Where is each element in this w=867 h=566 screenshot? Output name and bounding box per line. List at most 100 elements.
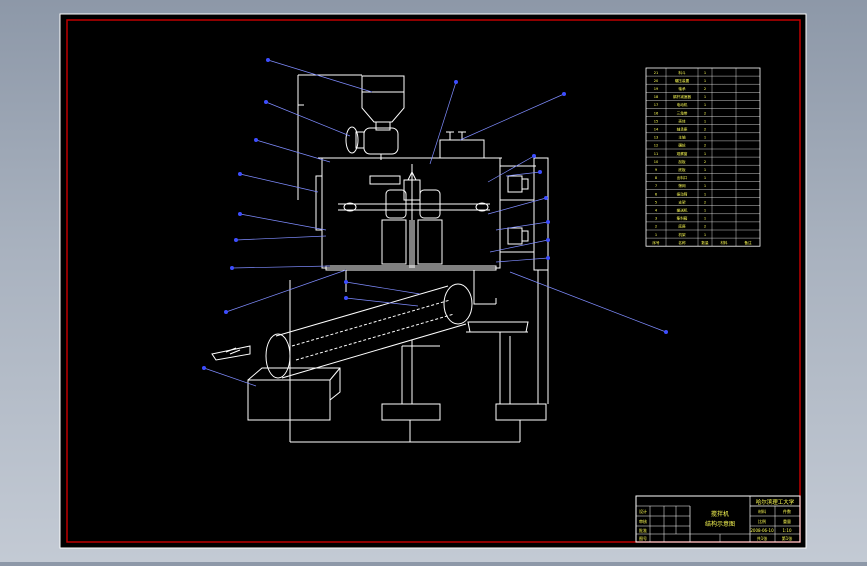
drawing-scale: 1:10 xyxy=(783,528,792,533)
parts-row-qty: 1 xyxy=(704,192,706,196)
parts-header-qty: 数量 xyxy=(701,240,709,245)
sheet-number: 第1张 xyxy=(782,535,793,541)
label-count: 件数 xyxy=(783,508,791,514)
sheet-background xyxy=(59,13,807,549)
label-weight: 重量 xyxy=(783,518,791,524)
parts-row-qty: 1 xyxy=(704,184,706,188)
parts-row-name: 输送机 xyxy=(677,208,688,213)
balloon-markers xyxy=(202,58,668,370)
parts-row-number: 2 xyxy=(655,225,657,229)
sheet-count: 共1张 xyxy=(757,535,768,541)
parts-row-qty: 2 xyxy=(704,128,706,132)
foot-right xyxy=(495,403,547,421)
parts-row-name: 振动筛 xyxy=(677,191,688,196)
parts-row-number: 16 xyxy=(654,111,659,115)
parts-row-number: 15 xyxy=(654,119,659,123)
parts-row-name: 底座 xyxy=(678,224,686,229)
parts-row-name: 轴承 xyxy=(678,86,686,91)
parts-row-qty: 1 xyxy=(704,71,706,75)
parts-header-material: 材料 xyxy=(720,240,728,245)
parts-row-name: 支架 xyxy=(678,199,686,204)
parts-row-qty: 2 xyxy=(704,200,706,204)
school-name: 哈尔滨理工大学 xyxy=(756,498,795,506)
parts-row-number: 13 xyxy=(654,136,659,140)
parts-row-number: 5 xyxy=(655,200,657,204)
parts-row-qty: 1 xyxy=(704,79,706,83)
label-check: 审核 xyxy=(639,518,647,524)
drawing-title-line1: 搅拌机 xyxy=(711,510,729,518)
parts-row-qty: 1 xyxy=(704,217,706,221)
parts-row-number: 11 xyxy=(654,152,659,156)
drawing-title-line2: 结构示意图 xyxy=(705,520,735,528)
label-drawing-no: 图号 xyxy=(639,535,647,541)
parts-row-number: 19 xyxy=(654,87,659,91)
parts-row-name: 观察窗 xyxy=(677,151,688,156)
parts-row-name: 集料箱 xyxy=(677,216,688,221)
label-approve: 批准 xyxy=(639,527,647,533)
title-block: 哈尔滨理工大学 搅拌机 结构示意图 设计 审核 批准 图号 材料 件数 比例 重… xyxy=(635,495,801,543)
parts-row-name: 壳体 xyxy=(678,118,686,123)
parts-row-number: 3 xyxy=(655,217,657,221)
parts-row-qty: 1 xyxy=(704,103,706,107)
label-material: 材料 xyxy=(758,508,766,514)
parts-row-qty: 1 xyxy=(704,95,706,99)
parts-row-qty: 1 xyxy=(704,233,706,237)
parts-row-name: 刮板 xyxy=(678,159,686,164)
parts-row-name: 碾压装置 xyxy=(675,78,690,83)
parts-row-qty: 2 xyxy=(704,160,706,164)
reducer-end xyxy=(345,126,359,154)
drawing-date: 2008-06-10 xyxy=(750,528,774,533)
parts-row-name: 底板 xyxy=(678,167,686,172)
parts-row-number: 10 xyxy=(654,160,659,164)
parts-row-qty: 1 xyxy=(704,168,706,172)
parts-row-qty: 2 xyxy=(704,87,706,91)
leader-lines xyxy=(203,59,667,387)
parts-row-number: 7 xyxy=(655,184,657,188)
parts-row-number: 12 xyxy=(654,144,659,148)
label-scale: 比例 xyxy=(758,518,766,524)
inner-frame xyxy=(66,19,801,543)
parts-header-name: 名称 xyxy=(678,240,686,245)
parts-row-number: 9 xyxy=(655,168,658,172)
machine-drawing xyxy=(211,74,549,443)
parts-row-qty: 1 xyxy=(704,119,706,123)
parts-row-qty: 2 xyxy=(704,225,706,229)
parts-row-qty: 1 xyxy=(704,176,706,180)
roller-right xyxy=(417,219,443,265)
parts-row-name: 三角带 xyxy=(677,110,688,115)
parts-row-name: 料斗 xyxy=(678,70,686,75)
parts-header-number: 序号 xyxy=(652,240,660,245)
parts-row-qty: 2 xyxy=(704,111,706,115)
parts-row-qty: 1 xyxy=(704,152,706,156)
roller-left xyxy=(381,219,407,265)
parts-row-number: 8 xyxy=(655,176,658,180)
parts-row-number: 20 xyxy=(654,79,659,83)
parts-row-name: 筛网 xyxy=(678,183,686,188)
parts-row-qty: 1 xyxy=(704,209,706,213)
parts-row-number: 4 xyxy=(655,209,658,213)
parts-row-name: 电动机 xyxy=(677,102,688,107)
parts-header-remark: 备注 xyxy=(744,240,752,245)
hopper-neck xyxy=(375,121,391,131)
label-design: 设计 xyxy=(639,508,647,514)
screw-conveyor xyxy=(265,283,473,379)
hopper xyxy=(361,75,405,123)
parts-row-number: 17 xyxy=(654,103,659,107)
parts-row-name: 蜗杆减速器 xyxy=(673,94,691,99)
parts-row-name: 主轴 xyxy=(678,135,686,140)
parts-row-number: 14 xyxy=(654,128,659,132)
parts-row-number: 1 xyxy=(655,233,657,237)
parts-row-qty: 2 xyxy=(704,144,706,148)
parts-row-number: 6 xyxy=(655,192,658,196)
parts-row-name: 出料口 xyxy=(677,175,688,180)
parts-row-qty: 1 xyxy=(704,136,706,140)
parts-row-number: 18 xyxy=(654,95,659,99)
parts-row-name: 碾轮 xyxy=(678,143,686,148)
parts-row-name: 轴承座 xyxy=(677,127,688,132)
observation-window xyxy=(315,175,323,231)
parts-row-number: 21 xyxy=(654,71,659,75)
foot-left xyxy=(381,403,441,421)
